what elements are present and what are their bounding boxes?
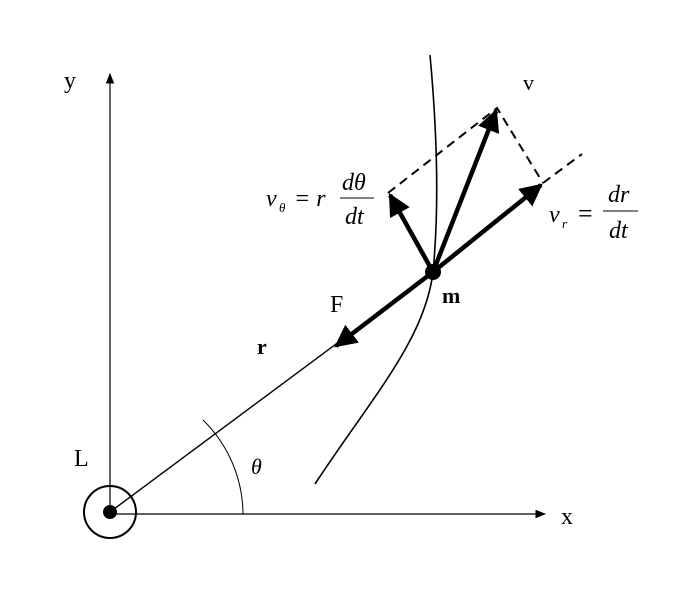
angular-momentum-label: L [74, 446, 89, 472]
angular-momentum-circle [83, 485, 137, 539]
radial-velocity-formula: v r = dr dt [549, 182, 638, 244]
velocity-arrow [430, 108, 500, 273]
v-theta-numerator: dθ [342, 170, 366, 196]
mass-point [425, 264, 441, 280]
force-label: F [330, 292, 343, 318]
v-r-denominator: dt [609, 218, 629, 244]
velocity-label: v [523, 70, 534, 95]
v-theta-equals: = r [294, 186, 326, 212]
mass-label: m [442, 283, 460, 308]
y-axis-label: y [64, 68, 76, 94]
v-theta-subscript: θ [279, 200, 286, 215]
v-r-symbol: v [549, 202, 560, 228]
x-axis-label: x [561, 504, 573, 530]
v-theta-denominator: dt [345, 204, 365, 230]
angle-arc [202, 419, 244, 515]
trajectory-curve [314, 54, 438, 485]
v-theta-symbol: v [266, 186, 277, 212]
v-r-numerator: dr [608, 182, 630, 208]
radial-velocity-arrow [431, 183, 543, 274]
v-r-subscript: r [562, 216, 568, 231]
tangential-velocity-arrow [388, 193, 435, 274]
v-r-equals: = [578, 199, 593, 228]
force-arrow [334, 270, 435, 348]
radius-label: r [257, 334, 267, 359]
angle-label: θ [251, 454, 262, 479]
parallelogram-dashes [387, 106, 583, 194]
tangential-velocity-formula: v θ = r dθ dt [266, 170, 374, 230]
